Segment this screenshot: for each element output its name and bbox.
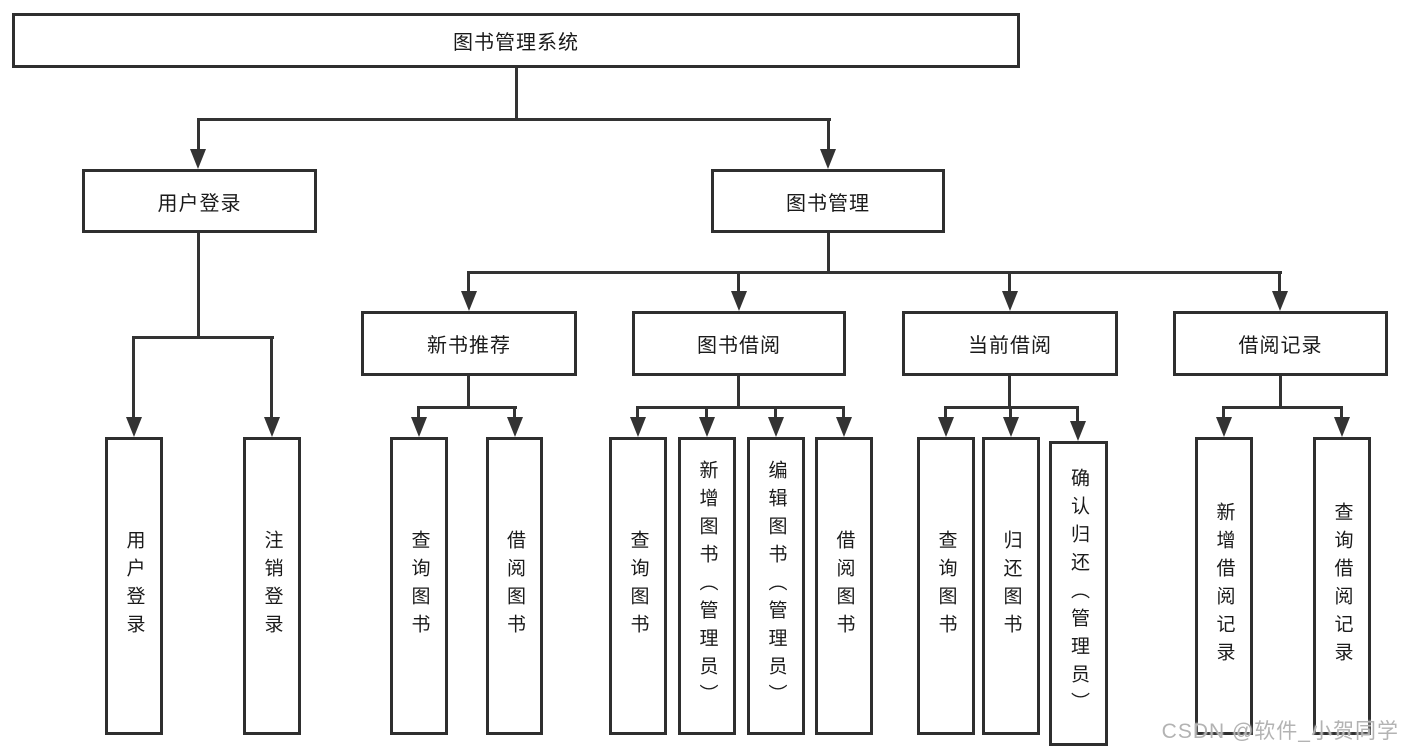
node-current-borrow: 当前借阅 <box>902 311 1118 376</box>
node-label: 图书借阅 <box>697 335 781 357</box>
leaf-return-books: 归还图书 <box>982 437 1040 735</box>
node-book-management: 图书管理 <box>711 169 945 233</box>
arrow-down-icon <box>768 417 784 437</box>
node-library-management-system: 图书管理系统 <box>12 13 1020 68</box>
leaf-user-login: 用户登录 <box>105 437 163 735</box>
connector-drop-leaf <box>417 406 420 420</box>
leaf-logout: 注销登录 <box>243 437 301 735</box>
connector-root-stem <box>515 68 518 121</box>
leaf-label: 查询借阅记录 <box>1331 502 1353 670</box>
arrow-down-icon <box>1272 291 1288 311</box>
leaf-label: 查询图书 <box>935 530 957 642</box>
leaf-label: 确认归还（管理员） <box>1068 467 1089 720</box>
arrow-down-icon <box>1070 421 1086 441</box>
arrow-down-icon <box>820 149 836 169</box>
leaf-query-books-current: 查询图书 <box>917 437 975 735</box>
arrow-down-icon <box>126 417 142 437</box>
node-new-book-recommend: 新书推荐 <box>361 311 577 376</box>
leaf-query-books-recommend: 查询图书 <box>390 437 448 735</box>
connector-book-management-hline <box>467 271 1282 274</box>
node-label: 新书推荐 <box>427 335 511 357</box>
leaf-label: 查询图书 <box>408 530 430 642</box>
connector-drop-leaf <box>842 406 845 420</box>
arrow-down-icon <box>411 417 427 437</box>
leaf-query-books-borrow: 查询图书 <box>609 437 667 735</box>
leaf-confirm-return-admin: 确认归还（管理员） <box>1049 441 1108 746</box>
arrow-down-icon <box>461 291 477 311</box>
leaf-add-borrow-record: 新增借阅记录 <box>1195 437 1253 735</box>
arrow-down-icon <box>699 417 715 437</box>
connector-drop-borrow-records <box>1278 271 1281 295</box>
arrow-down-icon <box>264 417 280 437</box>
arrow-down-icon <box>836 417 852 437</box>
arrow-down-icon <box>1002 291 1018 311</box>
connector-drop-user-login <box>197 118 200 154</box>
connector-user-login-stem <box>197 233 200 339</box>
arrow-down-icon <box>731 291 747 311</box>
node-label: 借阅记录 <box>1238 335 1323 357</box>
connector-drop-leaf <box>944 406 947 420</box>
connector-drop-leaf <box>1222 406 1225 420</box>
arrow-down-icon <box>1334 417 1350 437</box>
connector-drop-leaf <box>774 406 777 420</box>
connector-drop-book-borrow <box>737 271 740 295</box>
leaf-edit-books-admin: 编辑图书（管理员） <box>747 437 805 735</box>
connector-drop-leaf <box>1009 406 1012 420</box>
leaf-label: 用户登录 <box>123 530 145 642</box>
arrow-down-icon <box>1003 417 1019 437</box>
connector-book-borrow-stem <box>737 376 740 409</box>
leaf-query-borrow-record: 查询借阅记录 <box>1313 437 1371 735</box>
connector-user-login-hline <box>132 336 274 339</box>
arrow-down-icon <box>1216 417 1232 437</box>
leaf-label: 借阅图书 <box>504 530 525 642</box>
node-borrow-records: 借阅记录 <box>1173 311 1388 376</box>
leaf-label: 归还图书 <box>1000 530 1022 642</box>
connector-current-borrow-stem <box>1008 376 1011 409</box>
node-user-login: 用户登录 <box>82 169 317 233</box>
leaf-label: 借阅图书 <box>833 530 855 642</box>
node-book-borrow: 图书借阅 <box>632 311 846 376</box>
connector-drop-leaf <box>705 406 708 420</box>
connector-drop-book-management <box>827 118 830 154</box>
leaf-label: 新增图书（管理员） <box>696 460 718 712</box>
connector-book-management-stem <box>827 233 830 274</box>
connector-drop-leaf <box>1340 406 1343 420</box>
connector-new-book-recommend-stem <box>467 376 470 409</box>
csdn-watermark: CSDN @软件_小贺同学 <box>1161 720 1399 743</box>
arrow-down-icon <box>630 417 646 437</box>
connector-group-hline <box>417 406 517 409</box>
connector-group-hline <box>636 406 845 409</box>
connector-drop-leaf-logout <box>270 336 273 420</box>
connector-drop-current-borrow <box>1008 271 1011 295</box>
node-label: 用户登录 <box>157 192 242 215</box>
connector-drop-leaf <box>636 406 639 420</box>
connector-borrow-records-stem <box>1279 376 1282 409</box>
connector-drop-new-book-recommend <box>467 271 470 295</box>
arrow-down-icon <box>190 149 206 169</box>
leaf-borrow-books: 借阅图书 <box>815 437 873 735</box>
leaf-label: 编辑图书（管理员） <box>765 460 787 712</box>
leaf-label: 注销登录 <box>261 530 283 642</box>
connector-drop-leaf <box>513 406 516 420</box>
node-label: 图书管理系统 <box>453 32 579 54</box>
node-label: 当前借阅 <box>968 335 1052 357</box>
connector-group-hline <box>1222 406 1343 409</box>
node-label: 图书管理 <box>786 192 870 215</box>
connector-root-hline <box>197 118 831 121</box>
leaf-label: 新增借阅记录 <box>1213 502 1235 670</box>
leaf-label: 查询图书 <box>627 530 649 642</box>
connector-drop-leaf-user-login <box>132 336 135 420</box>
connector-drop-leaf <box>1076 406 1079 424</box>
arrow-down-icon <box>507 417 523 437</box>
arrow-down-icon <box>938 417 954 437</box>
leaf-borrow-books-recommend: 借阅图书 <box>486 437 543 735</box>
leaf-add-books-admin: 新增图书（管理员） <box>678 437 736 735</box>
